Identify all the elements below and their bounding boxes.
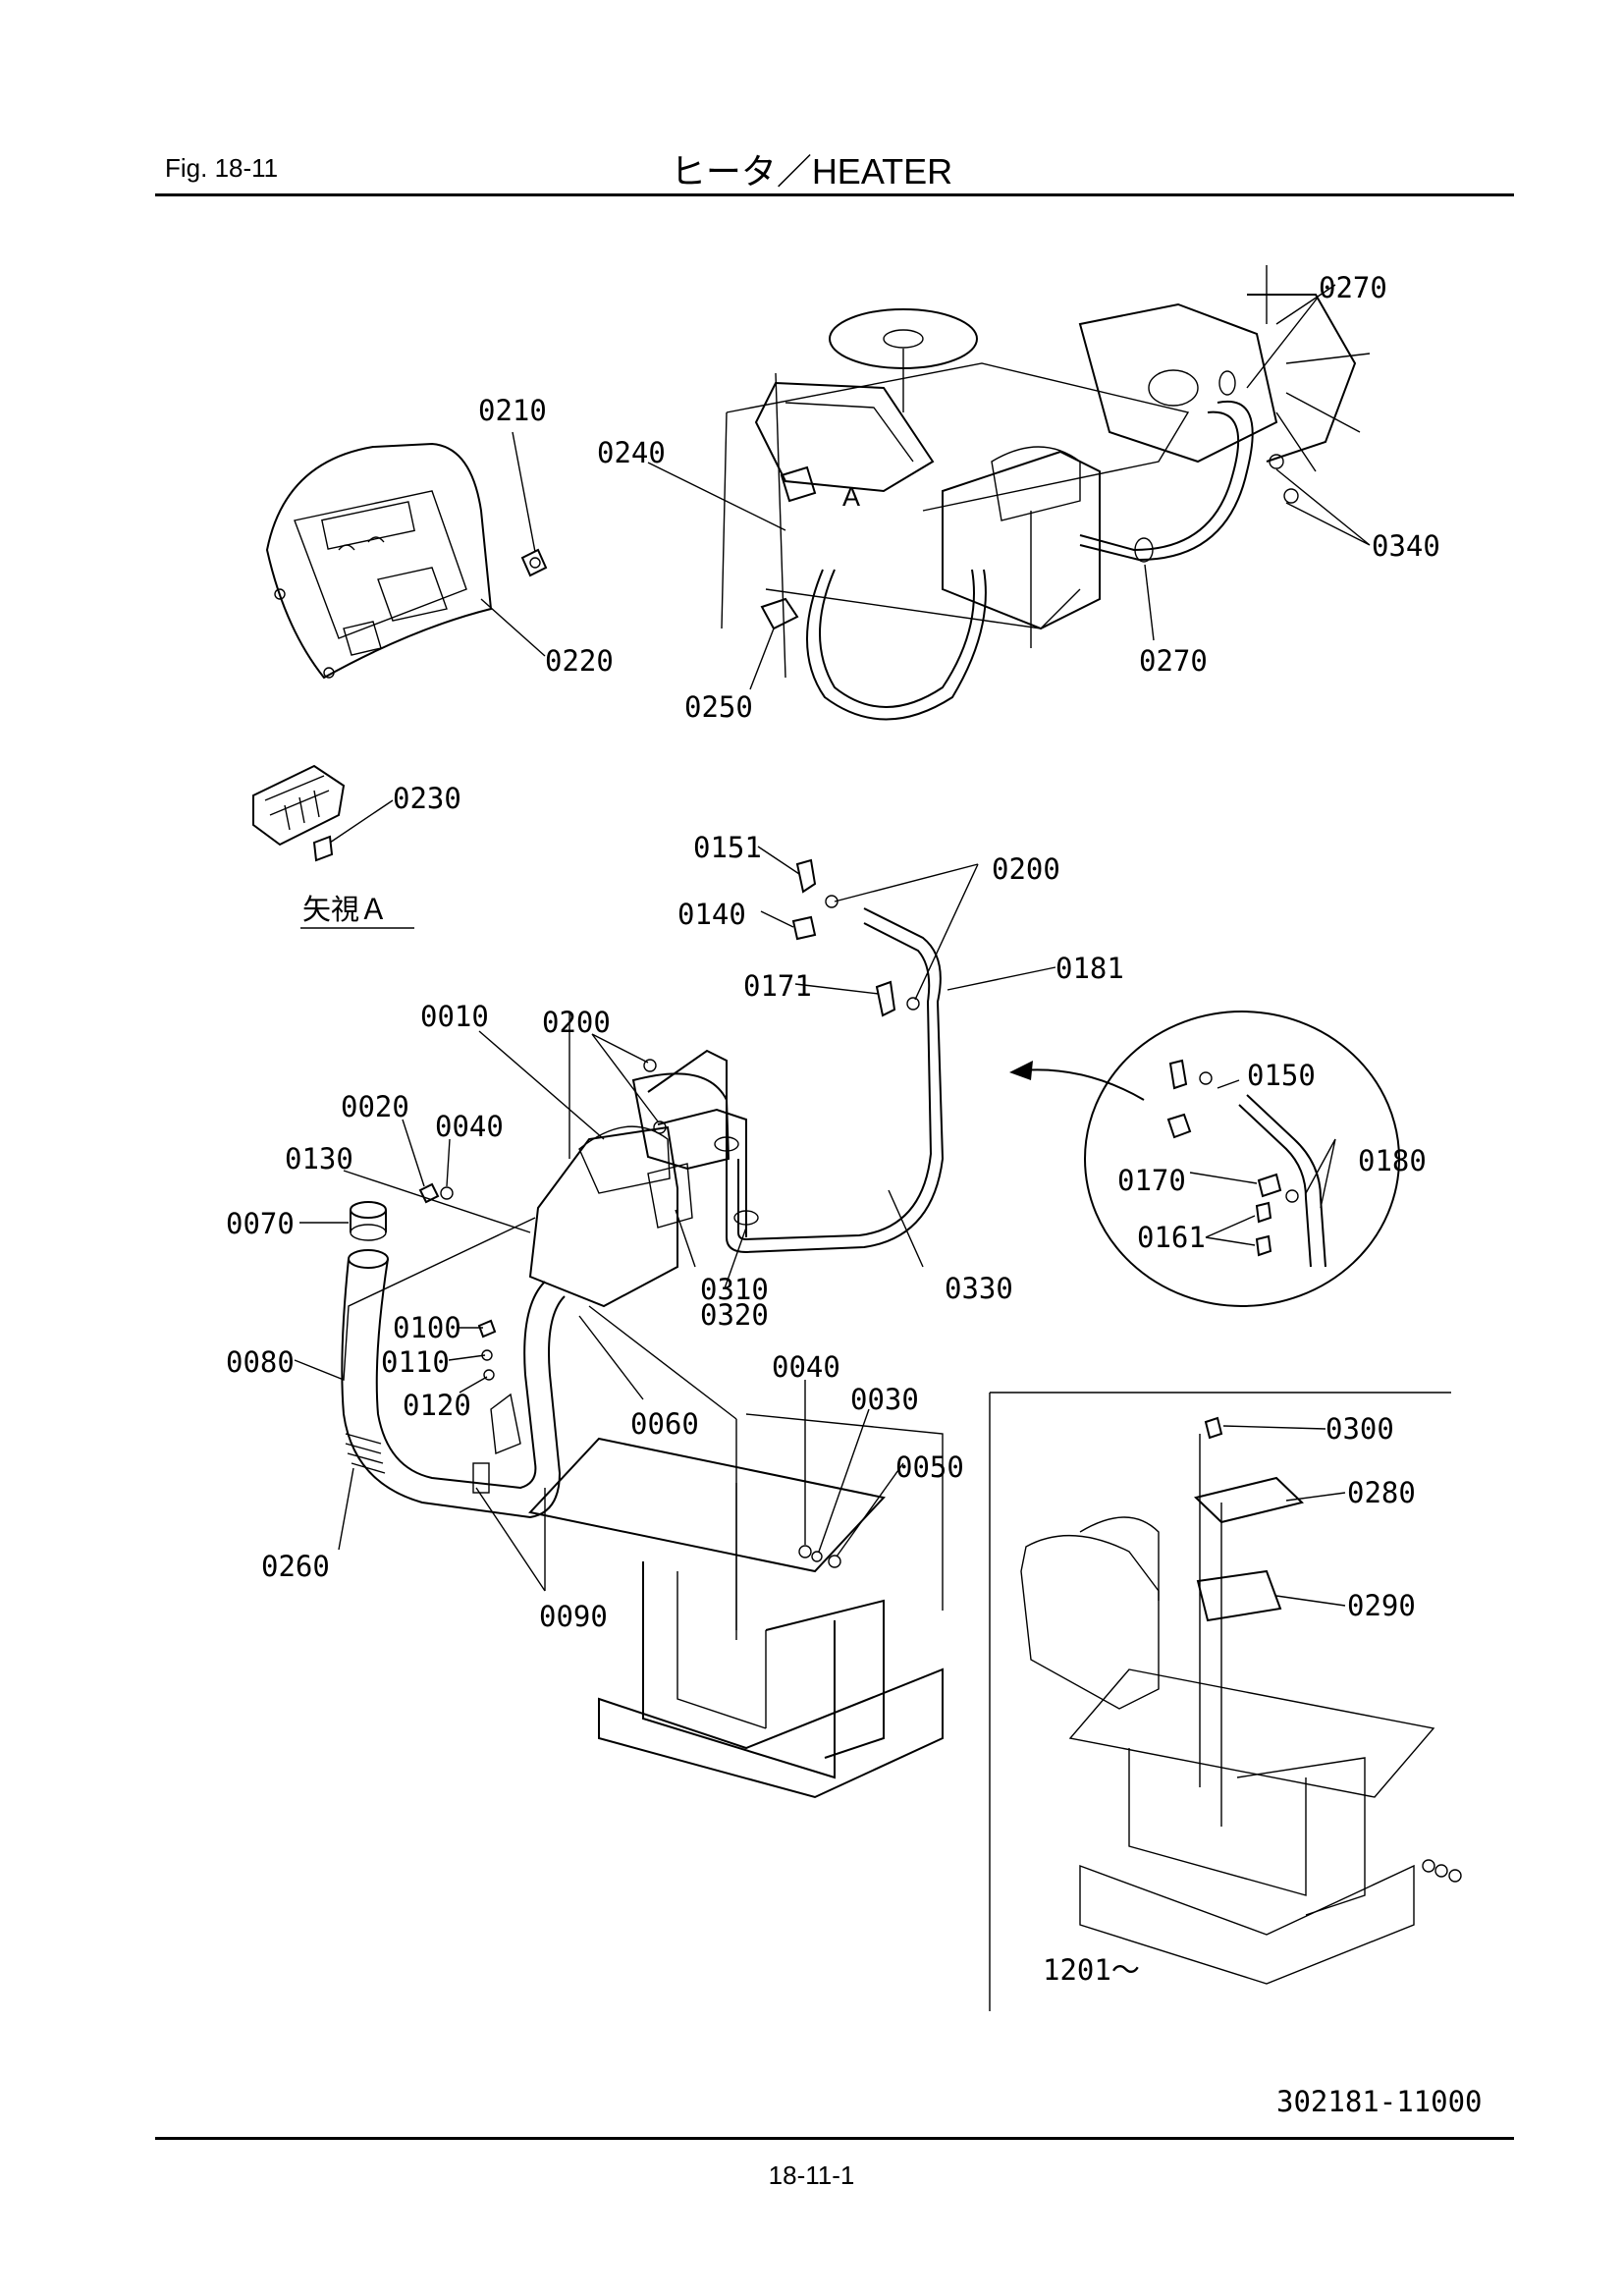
- callout-0200-upper: 0200: [992, 852, 1060, 886]
- callout-0110: 0110: [381, 1345, 450, 1379]
- callout-0130: 0130: [285, 1142, 353, 1175]
- lamp-socket-drawing: [520, 548, 548, 577]
- callout-0120: 0120: [403, 1389, 471, 1422]
- figure-number: Fig. 18-11: [165, 153, 279, 183]
- header-rule: [155, 193, 1514, 196]
- callout-0240: 0240: [597, 436, 666, 469]
- footer-rule: [155, 2137, 1514, 2140]
- detail-arrow: [1020, 1068, 1145, 1101]
- view-a-drawing: [252, 764, 346, 862]
- view-a-label: 矢視Ａ: [302, 893, 388, 926]
- callout-0280: 0280: [1347, 1476, 1416, 1509]
- callout-0030: 0030: [850, 1383, 919, 1416]
- callout-0310: 0310: [700, 1273, 769, 1306]
- view-a-marker: A: [842, 482, 860, 512]
- leader-lines: [294, 297, 1371, 1630]
- callout-0340: 0340: [1372, 529, 1440, 563]
- callout-0020: 0020: [341, 1090, 409, 1123]
- callout-0250: 0250: [684, 690, 753, 724]
- vehicle-assembly-drawing: [721, 265, 1371, 721]
- callout-0090: 0090: [539, 1600, 608, 1633]
- heater-unit-drawing: [418, 1049, 759, 1308]
- callout-0300: 0300: [1325, 1412, 1394, 1446]
- callout-0100: 0100: [393, 1311, 461, 1344]
- callout-0040-lower: 0040: [772, 1350, 840, 1384]
- callout-0040-upper: 0040: [435, 1110, 504, 1143]
- callout-0200-lower: 0200: [542, 1006, 611, 1039]
- callout-0170: 0170: [1117, 1164, 1186, 1197]
- circular-detail-drawing: [1084, 1011, 1400, 1307]
- callout-0080: 0080: [226, 1345, 295, 1379]
- callout-0151: 0151: [693, 831, 762, 864]
- callout-0010: 0010: [420, 1000, 489, 1033]
- drawing-number: 302181-11000: [1276, 2085, 1483, 2118]
- callout-0220: 0220: [545, 644, 614, 678]
- callout-0150: 0150: [1247, 1059, 1316, 1092]
- callout-0070: 0070: [226, 1207, 295, 1240]
- callout-0161: 0161: [1137, 1221, 1206, 1254]
- callout-0320: 0320: [700, 1298, 769, 1332]
- callout-0260: 0260: [261, 1550, 330, 1583]
- dashboard-panel-drawing: [265, 442, 493, 680]
- callout-0290: 0290: [1347, 1589, 1416, 1622]
- page-number: 18-11-1: [768, 2160, 855, 2190]
- serial-number-note: 1201～: [1043, 1953, 1140, 1987]
- callout-0270-top: 0270: [1319, 271, 1387, 304]
- callout-0181: 0181: [1055, 952, 1124, 985]
- callout-0330: 0330: [945, 1272, 1013, 1305]
- callout-0171: 0171: [743, 969, 812, 1003]
- inset-drawing: [989, 1392, 1462, 2011]
- callout-0270-bottom: 0270: [1139, 644, 1208, 678]
- hose-fittings-drawing: [726, 858, 945, 1254]
- callout-0210: 0210: [478, 394, 547, 427]
- page-title: ヒータ／HEATER: [670, 151, 953, 191]
- callout-0230: 0230: [393, 782, 461, 815]
- callout-0060: 0060: [630, 1407, 699, 1441]
- callout-0050: 0050: [895, 1450, 964, 1484]
- duct-hoses-drawing: [341, 1201, 566, 1519]
- callout-0180: 0180: [1358, 1144, 1427, 1177]
- callout-0140: 0140: [677, 898, 746, 931]
- detail-arrowhead: [1009, 1061, 1033, 1080]
